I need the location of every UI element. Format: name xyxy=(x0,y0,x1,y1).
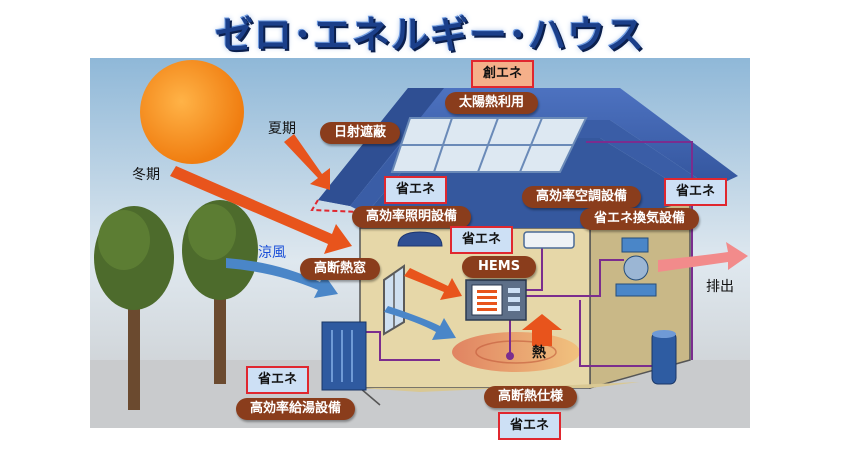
junction-dot xyxy=(506,352,514,360)
heat-up-arrow xyxy=(522,314,562,346)
tree-right xyxy=(182,200,258,384)
floor-heat xyxy=(452,332,580,372)
tag-save-aircon: 省エネ xyxy=(664,178,728,206)
label-insulation: 高断熱仕様 xyxy=(484,386,578,408)
exhaust-arrow xyxy=(658,242,748,272)
label-cool-breeze: 涼風 xyxy=(258,245,286,261)
label-ventilation: 省エネ換気設備 xyxy=(580,208,700,230)
shading-eave xyxy=(310,199,361,213)
label-insulated-window: 高断熱窓 xyxy=(300,258,381,280)
ventilation-unit xyxy=(615,237,657,297)
summer-sun-arrow xyxy=(284,134,330,190)
label-water-heater: 高効率給湯設備 xyxy=(236,398,356,420)
label-exhaust: 排出 xyxy=(706,279,734,295)
tag-save-lighting: 省エネ xyxy=(384,176,448,204)
ceiling-lamp xyxy=(397,231,443,247)
tag-save-insulation: 省エネ xyxy=(498,412,562,440)
tag-save-hems: 省エネ xyxy=(450,226,514,254)
sun xyxy=(140,60,244,164)
cool-breeze-arrow xyxy=(226,258,338,298)
label-summer: 夏期 xyxy=(268,121,296,137)
indoor-breeze-arrow xyxy=(384,306,456,340)
label-winter: 冬期 xyxy=(132,167,160,183)
solar-panel xyxy=(390,117,588,173)
window-heat-arrow xyxy=(404,268,462,300)
hems-panel xyxy=(465,279,527,321)
label-lighting: 高効率照明設備 xyxy=(352,206,472,228)
air-conditioner xyxy=(523,231,575,249)
tag-create-energy: 創エネ xyxy=(471,60,535,88)
roof-front xyxy=(350,120,712,214)
house-floor xyxy=(360,382,640,392)
label-hems: HEMS xyxy=(462,256,537,278)
winter-sun-arrow xyxy=(170,166,352,254)
tree-left xyxy=(94,206,174,410)
water-heater-unit xyxy=(321,321,367,391)
label-aircon: 高効率空調設備 xyxy=(522,186,642,208)
storage-tank xyxy=(651,330,677,385)
tag-save-water-heater: 省エネ xyxy=(246,366,310,394)
label-shading: 日射遮蔽 xyxy=(320,122,401,144)
label-solar-thermal: 太陽熱利用 xyxy=(445,92,539,114)
page-title: ゼロ･エネルギー･ハウス xyxy=(214,13,645,57)
label-heat: 熱 xyxy=(532,345,546,361)
